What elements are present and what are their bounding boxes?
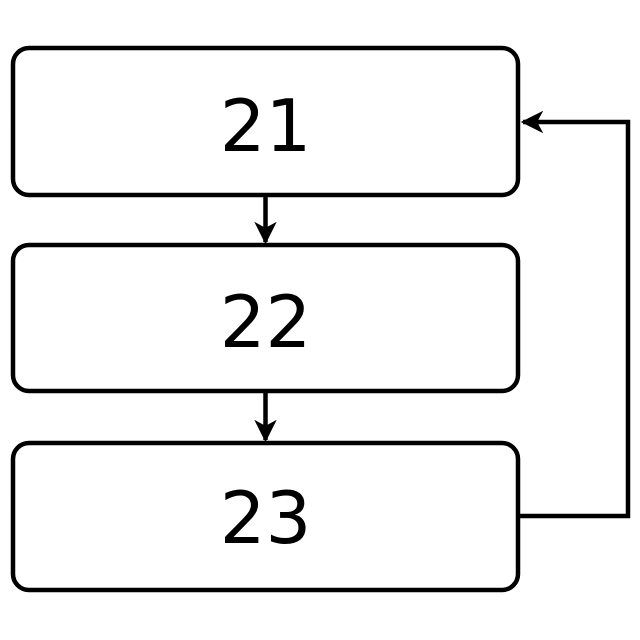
node-box-21 — [10, 45, 521, 198]
node-21-label: 21 — [220, 84, 312, 168]
node-22-label: 22 — [220, 280, 312, 364]
node-box-22 — [10, 242, 521, 394]
node-23-label: 23 — [220, 476, 312, 560]
edge-23-to-21-feedback-arrow — [518, 110, 631, 519]
